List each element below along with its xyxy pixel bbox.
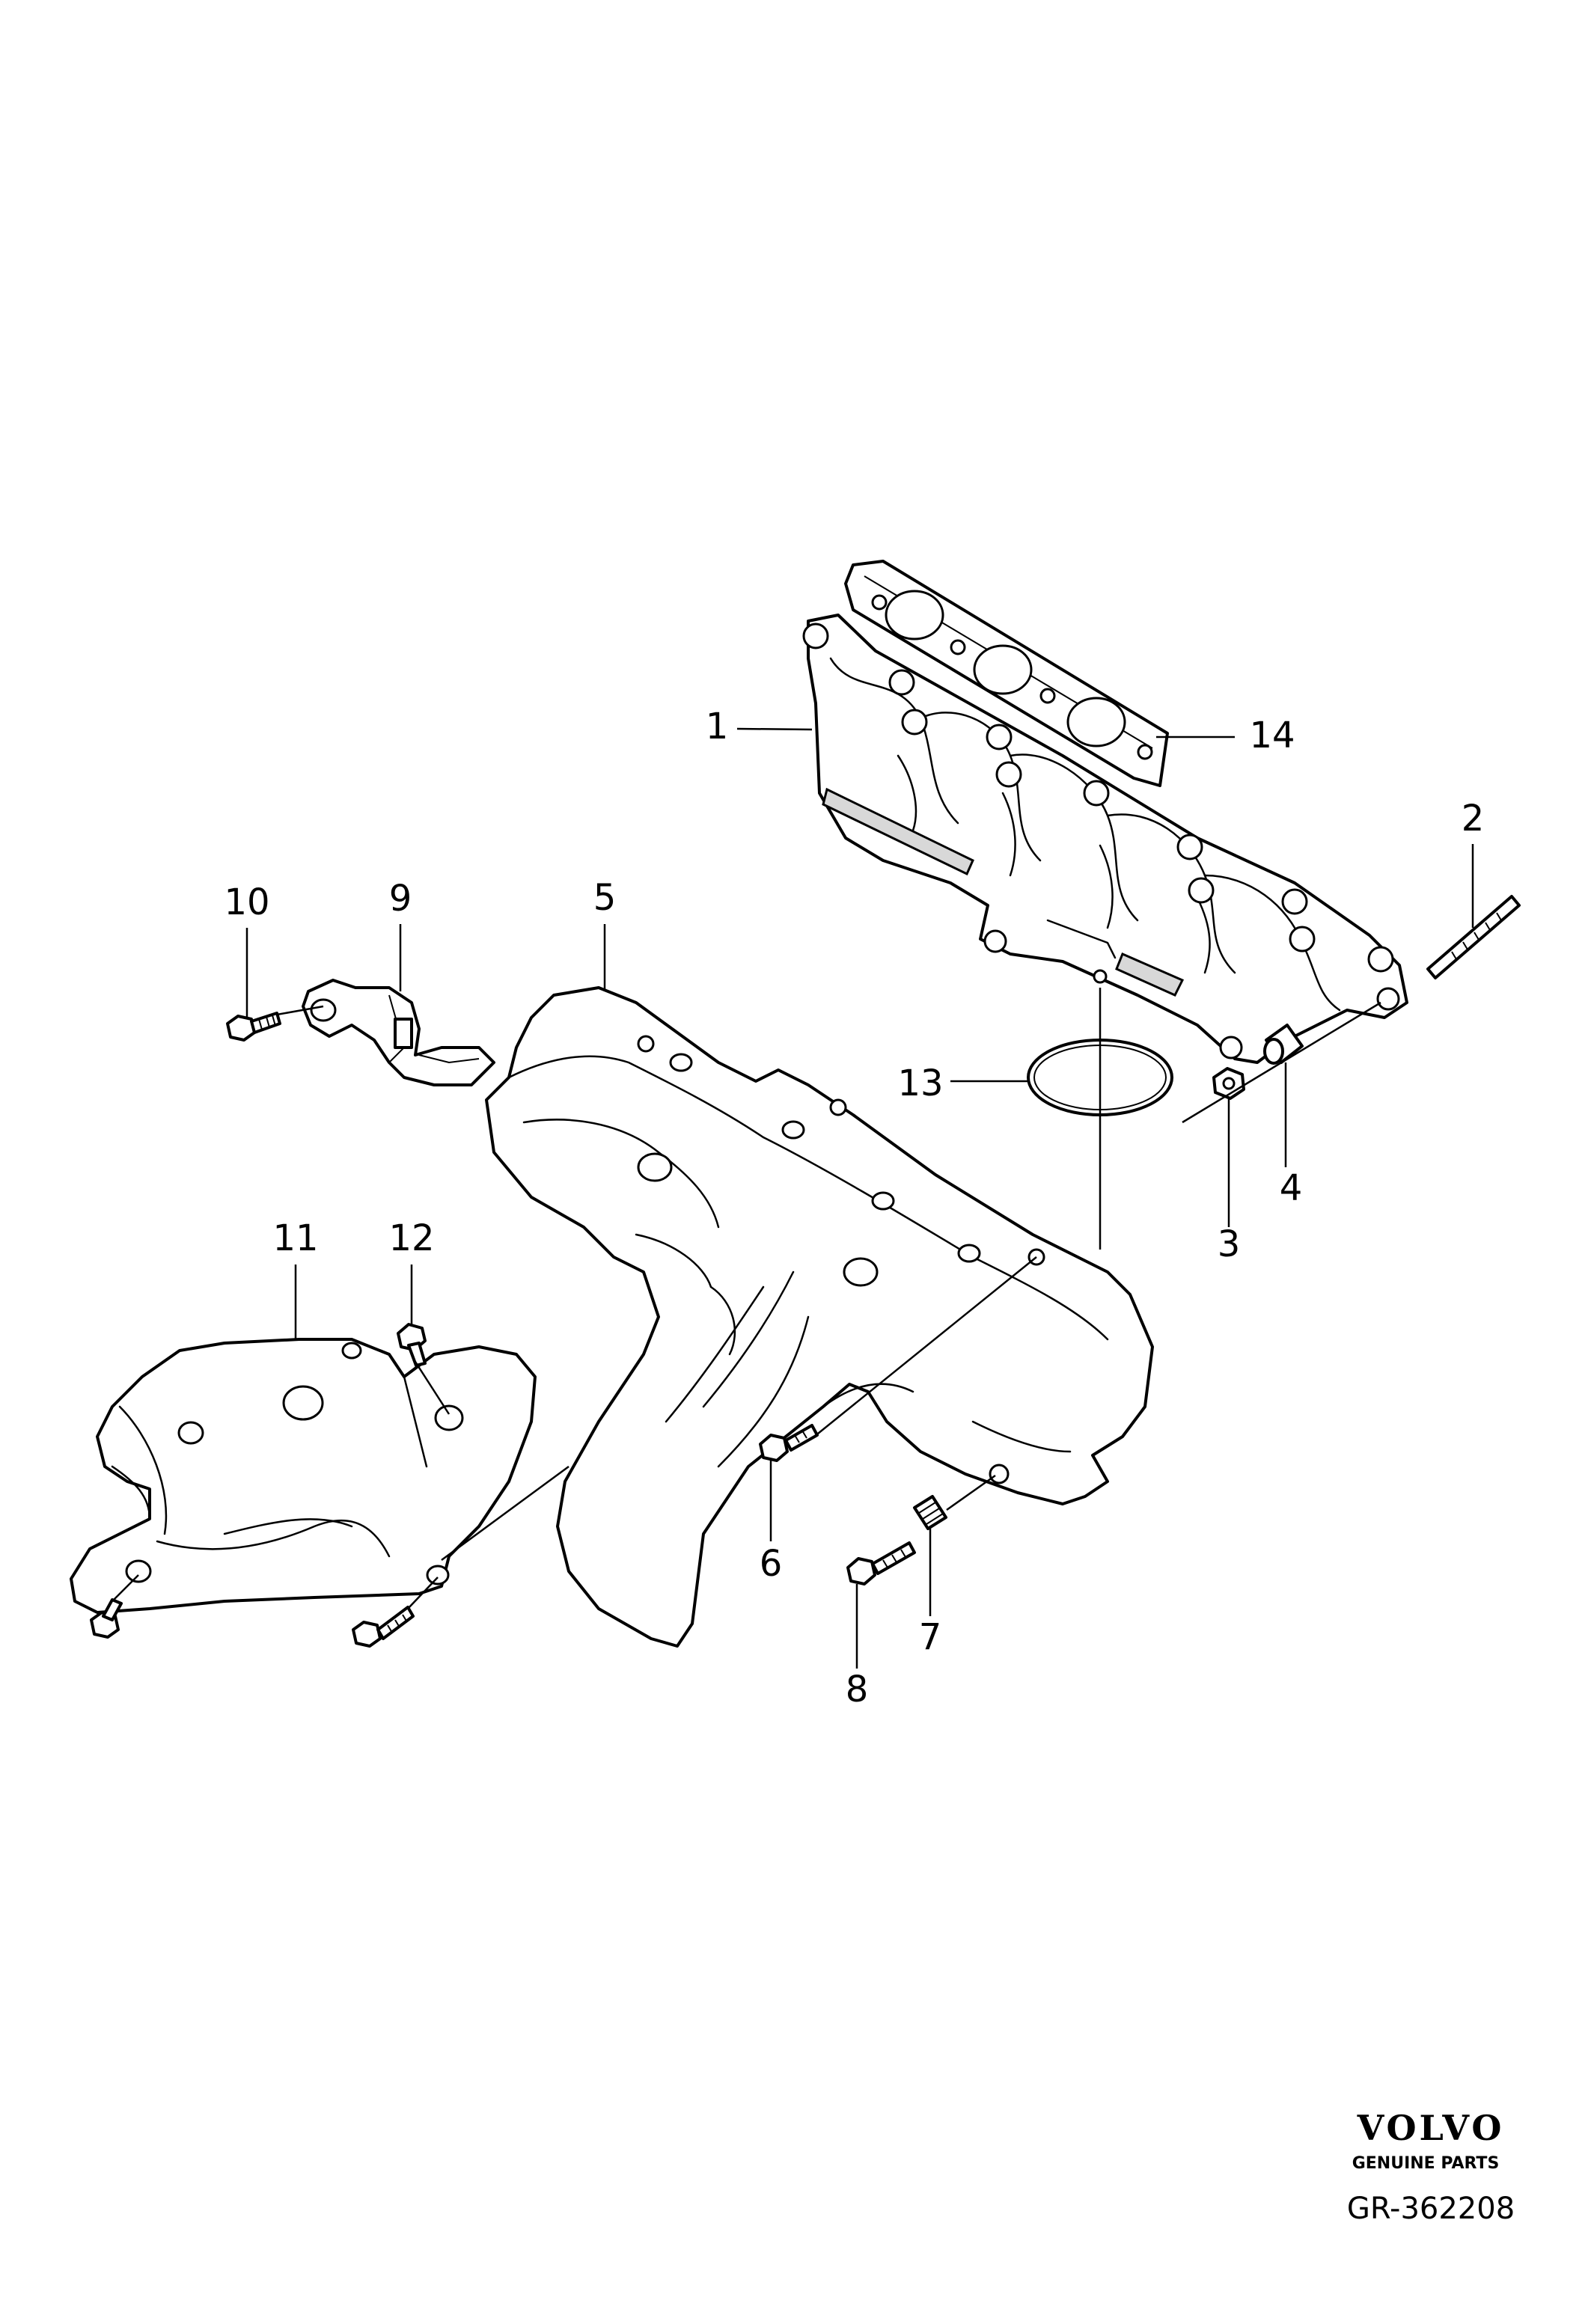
leader-lines: [112, 727, 1474, 1669]
callout-6[interactable]: 6: [760, 1543, 783, 1585]
volvo-logo: VOLVO: [1357, 2108, 1505, 2148]
callout-7[interactable]: 7: [919, 1616, 942, 1658]
bolt-fastener-left: [90, 1598, 123, 1639]
genuine-parts-label: GENUINE PARTS: [1352, 2154, 1500, 2173]
part-6-bolt[interactable]: [759, 1424, 819, 1462]
callout-5[interactable]: 5: [593, 877, 617, 919]
part-7-spring[interactable]: [913, 1495, 947, 1530]
callout-13[interactable]: 13: [897, 1062, 943, 1104]
callout-4[interactable]: 4: [1280, 1167, 1303, 1209]
callout-labels: 1 2 3 4 5 6 7 8 9 10 11 12 13 14: [224, 706, 1484, 1710]
part-2-stud[interactable]: [1426, 895, 1521, 979]
part-10-bolt[interactable]: [226, 1012, 281, 1042]
part-4-spacer[interactable]: [1263, 1024, 1304, 1065]
drawing-number: GR-362208: [1347, 2192, 1515, 2226]
part-11-heat-shield[interactable]: [70, 1338, 537, 1614]
callout-8[interactable]: 8: [846, 1669, 869, 1710]
callout-2[interactable]: 2: [1462, 798, 1485, 840]
part-5-heat-shield[interactable]: [485, 986, 1154, 1648]
part-14-gasket[interactable]: [844, 560, 1169, 787]
part-1-exhaust-manifold[interactable]: [802, 614, 1408, 1064]
part-9-bracket[interactable]: [302, 979, 495, 1086]
callout-3[interactable]: 3: [1218, 1223, 1241, 1265]
bolt-fastener-middle: [352, 1606, 415, 1648]
callout-12[interactable]: 12: [388, 1217, 434, 1259]
callout-11[interactable]: 11: [272, 1217, 318, 1259]
part-3-nut[interactable]: [1212, 1067, 1245, 1100]
callout-9[interactable]: 9: [389, 878, 412, 920]
part-12-bolt[interactable]: [397, 1323, 427, 1367]
brand-block: VOLVO GENUINE PARTS GR-362208: [1347, 2108, 1515, 2226]
callout-10[interactable]: 10: [224, 881, 269, 923]
part-8-bolt[interactable]: [846, 1541, 916, 1585]
callout-1[interactable]: 1: [706, 706, 729, 747]
callout-14[interactable]: 14: [1249, 715, 1295, 756]
